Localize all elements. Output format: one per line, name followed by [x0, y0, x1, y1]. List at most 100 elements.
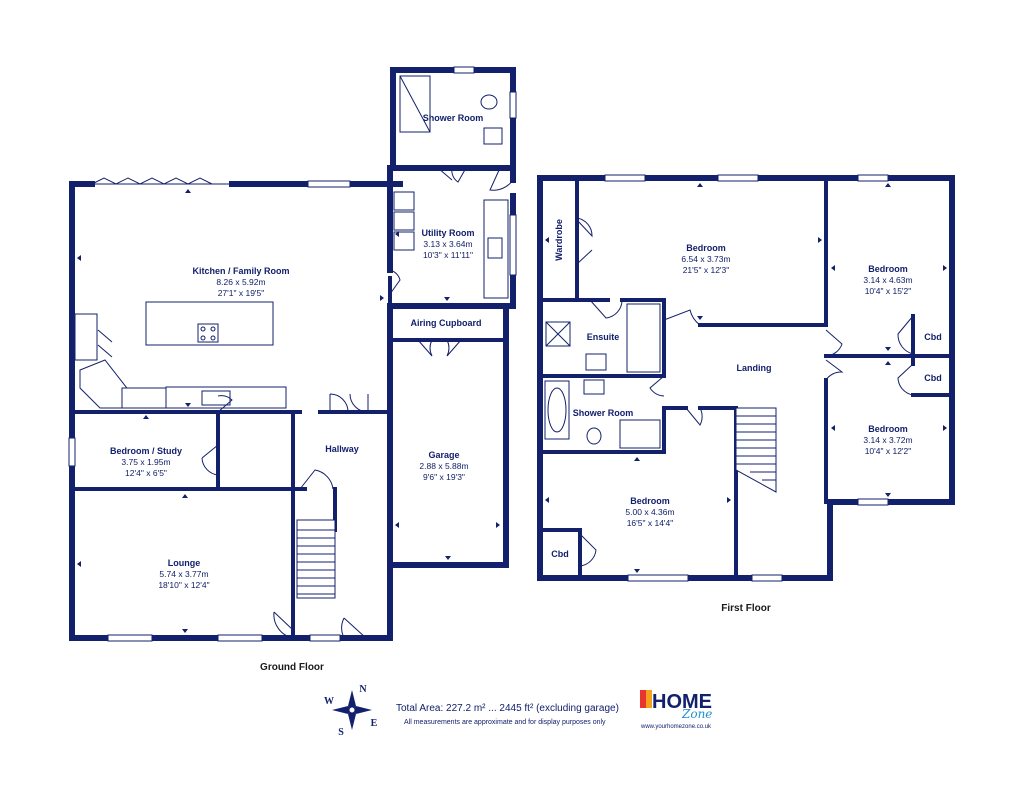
window: [604, 174, 646, 182]
room-name-bed-master: Bedroom: [686, 243, 726, 253]
window: [107, 634, 153, 642]
door: [217, 395, 233, 413]
room-metric-kitchen: 8.26 x 5.92m: [216, 277, 265, 287]
first-floor-plan: [537, 174, 955, 582]
compass-s: S: [338, 727, 344, 738]
utility-unit: [393, 191, 415, 211]
room-name-study: Bedroom / Study: [110, 446, 182, 456]
room-imperial-study: 12'4" x 6'5": [125, 468, 167, 478]
compass-w: W: [324, 696, 334, 707]
window: [509, 214, 517, 276]
door: [489, 167, 514, 191]
compass-e: E: [371, 718, 378, 729]
stairs: [735, 407, 777, 493]
window: [309, 634, 341, 642]
window: [857, 174, 889, 182]
window: [453, 66, 475, 74]
floor-title-first: First Floor: [721, 603, 771, 614]
hob: [197, 323, 219, 343]
door: [201, 444, 219, 476]
room-metric-bed-bottom: 5.00 x 4.36m: [625, 507, 674, 517]
window: [509, 91, 517, 119]
room-name-ensuite: Ensuite: [587, 332, 620, 342]
compass-n: N: [359, 684, 367, 695]
room-metric-bed-right-bottom: 3.14 x 3.72m: [863, 435, 912, 445]
door: [825, 359, 844, 381]
room-name-kitchen: Kitchen / Family Room: [192, 266, 289, 276]
window: [307, 180, 351, 188]
window: [627, 574, 689, 582]
room-imperial-utility: 10'3" x 11'11": [423, 250, 473, 260]
door: [389, 269, 401, 295]
room-metric-utility: 3.13 x 3.64m: [423, 239, 472, 249]
room-imperial-kitchen: 27'1" x 19'5": [218, 288, 265, 298]
room-name-airing: Airing Cupboard: [411, 318, 482, 328]
room-name-bed-bottom: Bedroom: [630, 496, 670, 506]
sink: [201, 390, 231, 406]
bath: [544, 380, 570, 440]
room-name-hallway: Hallway: [325, 444, 359, 454]
room-imperial-garage: 9'6" x 19'3": [423, 472, 465, 482]
door: [417, 339, 462, 357]
first-labels: Wardrobe Bedroom 6.54 x 3.73m 21'5" x 12…: [551, 219, 942, 614]
door: [825, 329, 843, 357]
door: [341, 617, 367, 639]
door: [649, 375, 665, 397]
room-name-utility: Utility Room: [422, 228, 475, 238]
room-name-cbd-1: Cbd: [924, 332, 942, 342]
window: [68, 437, 76, 467]
utility-unit: [393, 211, 415, 231]
room-metric-bed-master: 6.54 x 3.73m: [681, 254, 730, 264]
ground-internal-walls: [70, 276, 508, 640]
room-name-landing: Landing: [737, 363, 772, 373]
floor-title-ground: Ground Floor: [260, 662, 324, 673]
door: [897, 363, 914, 396]
ensuite-shower: [626, 303, 661, 373]
room-imperial-bed-bottom: 16'5" x 14'4": [627, 518, 674, 528]
window: [857, 498, 889, 506]
room-name-bed-right-top: Bedroom: [868, 264, 908, 274]
disclaimer: All measurements are approximate and for…: [404, 719, 606, 726]
room-name-lounge: Lounge: [168, 558, 201, 568]
toilet: [586, 427, 602, 445]
ground-labels: Kitchen / Family Room 8.26 x 5.92m 27'1"…: [110, 113, 483, 673]
room-name-shower-first: Shower Room: [573, 408, 634, 418]
door: [663, 309, 701, 326]
garage-walls: [387, 303, 509, 568]
logo-url: www.yourhomezone.co.uk: [640, 724, 712, 730]
door: [579, 533, 597, 567]
room-metric-study: 3.75 x 1.95m: [121, 457, 170, 467]
window: [717, 174, 759, 182]
room-imperial-bed-master: 21'5" x 12'3": [683, 265, 730, 275]
stairs: [296, 519, 336, 599]
worktop: [121, 387, 167, 409]
logo-home: HOME: [652, 691, 712, 713]
door: [437, 167, 467, 183]
total-area: Total Area: 227.2 m² ... 2445 ft² (exclu…: [396, 703, 619, 714]
door: [685, 407, 703, 426]
room-imperial-lounge: 18'10" x 12'4": [158, 580, 209, 590]
ground-floor-plan: [68, 66, 517, 642]
toilet: [480, 94, 498, 110]
basin: [483, 127, 503, 145]
worktop: [74, 313, 98, 361]
room-metric-lounge: 5.74 x 3.77m: [159, 569, 208, 579]
door: [329, 393, 369, 413]
first-internal-walls: [538, 176, 954, 580]
room-name-bed-right-bottom: Bedroom: [868, 424, 908, 434]
room-metric-bed-right-top: 3.14 x 4.63m: [863, 275, 912, 285]
room-name-cbd-2: Cbd: [924, 373, 942, 383]
door: [576, 217, 593, 265]
door: [299, 469, 334, 490]
first-outer-walls: [537, 175, 955, 581]
utility-sink: [487, 237, 503, 259]
compass: N S E W: [324, 684, 378, 738]
logo-zone: Zone: [681, 707, 712, 721]
room-metric-garage: 2.88 x 5.88m: [419, 461, 468, 471]
ensuite-toilet: [585, 353, 607, 371]
room-imperial-bed-right-top: 10'4" x 15'2": [865, 286, 912, 296]
window: [751, 574, 783, 582]
shower-tray: [619, 419, 661, 449]
door: [273, 611, 294, 639]
